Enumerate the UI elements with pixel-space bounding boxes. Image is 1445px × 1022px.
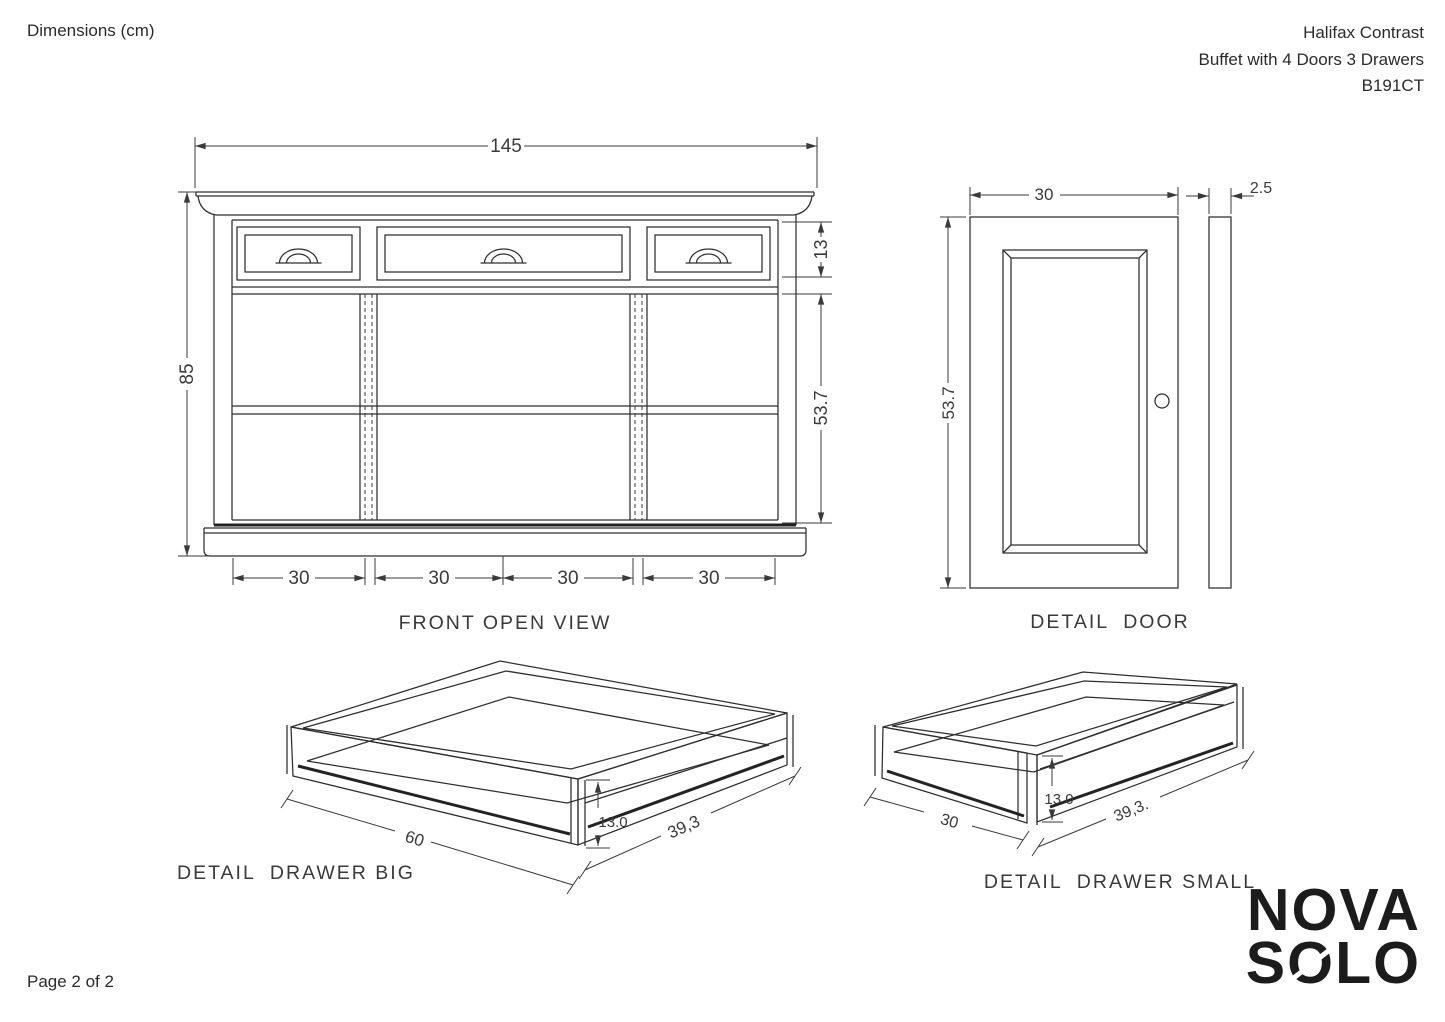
shelf-line [232,405,778,415]
cabinet-plinth [203,523,807,557]
drawer-big-label: DETAIL DRAWER BIG [177,862,415,884]
front-open-view-drawing: 145 85 [177,136,832,589]
drawer-big-box [286,660,794,846]
front-height-dim-text: 85 [177,363,198,384]
cup-handle-center [480,248,527,264]
front-drawer-height-text: 13 [811,239,831,259]
drawer-small-height-text: 13.0 [1044,791,1073,808]
drawer-fronts [236,226,771,281]
slashed-o: O [1287,930,1336,996]
drawer-big-side-shadow [587,754,785,829]
drawer-big-depth-text: 39,3 [665,812,703,843]
novasolo-logo: NOVA SOLO [1245,881,1421,996]
drawer-big-height-text: 13.0 [598,814,627,831]
door-detail-drawing: 30 53.7 2.5 [939,180,1272,589]
cabinet-cornice [195,191,815,216]
section-dim-4: 30 [698,568,719,589]
front-drawer-height-dimension: 13 [782,221,832,278]
drawer-small-drawing: 30 13.0 39,3. [863,671,1255,857]
drawer-big-width-dimension: 60 [280,789,580,895]
front-section-dimensions: 30 30 30 30 [232,556,776,589]
product-code: B191CT [1361,76,1424,95]
door-detail-label: DETAIL DOOR [1030,611,1190,633]
product-name: Halifax Contrast [1303,23,1424,42]
logo-line-2: SOLO [1245,930,1421,996]
section-dim-1: 30 [288,568,309,589]
product-header: Halifax Contrast Buffet with 4 Doors 3 D… [1199,20,1425,100]
cup-handle-right [685,248,732,264]
front-width-dimension: 145 [194,136,818,188]
section-dim-2: 30 [428,568,449,589]
drawer-small-label: DETAIL DRAWER SMALL [983,871,1257,893]
page-number: Page 2 of 2 [27,972,114,991]
drawer-small-side-shadow [1049,741,1234,809]
door-thickness-text: 2.5 [1250,180,1272,197]
door-width-text: 30 [1035,185,1054,204]
interior-dividers [359,294,648,520]
cup-handle-left [275,248,322,264]
door-width-dimension: 30 [969,185,1179,215]
drawer-small-front-shadow [886,769,1025,818]
front-height-dimension: 85 [177,191,210,557]
front-door-height-dimension: 53.7 [782,293,832,524]
front-door-height-text: 53.7 [811,390,831,425]
front-view-label: FRONT OPEN VIEW [398,612,612,634]
drawer-big-width-text: 60 [403,827,427,851]
product-description: Buffet with 4 Doors 3 Drawers [1198,49,1425,69]
drawer-small-width-text: 30 [938,811,960,832]
door-height-dimension: 53.7 [939,216,966,589]
door-knob [1154,393,1170,409]
door-height-text: 53.7 [939,386,958,419]
drawer-small-depth-text: 39,3. [1112,796,1151,825]
drawer-small-height-dimension: 13.0 [1042,755,1074,823]
sheet-title: Dimensions (cm) [27,21,155,40]
drawer-big-front-shadow [297,764,571,836]
front-width-dim-text: 145 [490,136,522,157]
drawer-small-width-dimension: 30 [863,787,1030,850]
drawer-big-height-dimension: 13.0 [586,779,628,849]
drawer-big-drawing: 60 13.0 39,3 [280,660,802,895]
cabinet-body [213,215,797,525]
door-front [969,216,1179,589]
section-dim-3: 30 [557,568,578,589]
door-side-view: 2.5 [1186,180,1272,589]
drawer-small-box [874,671,1244,825]
